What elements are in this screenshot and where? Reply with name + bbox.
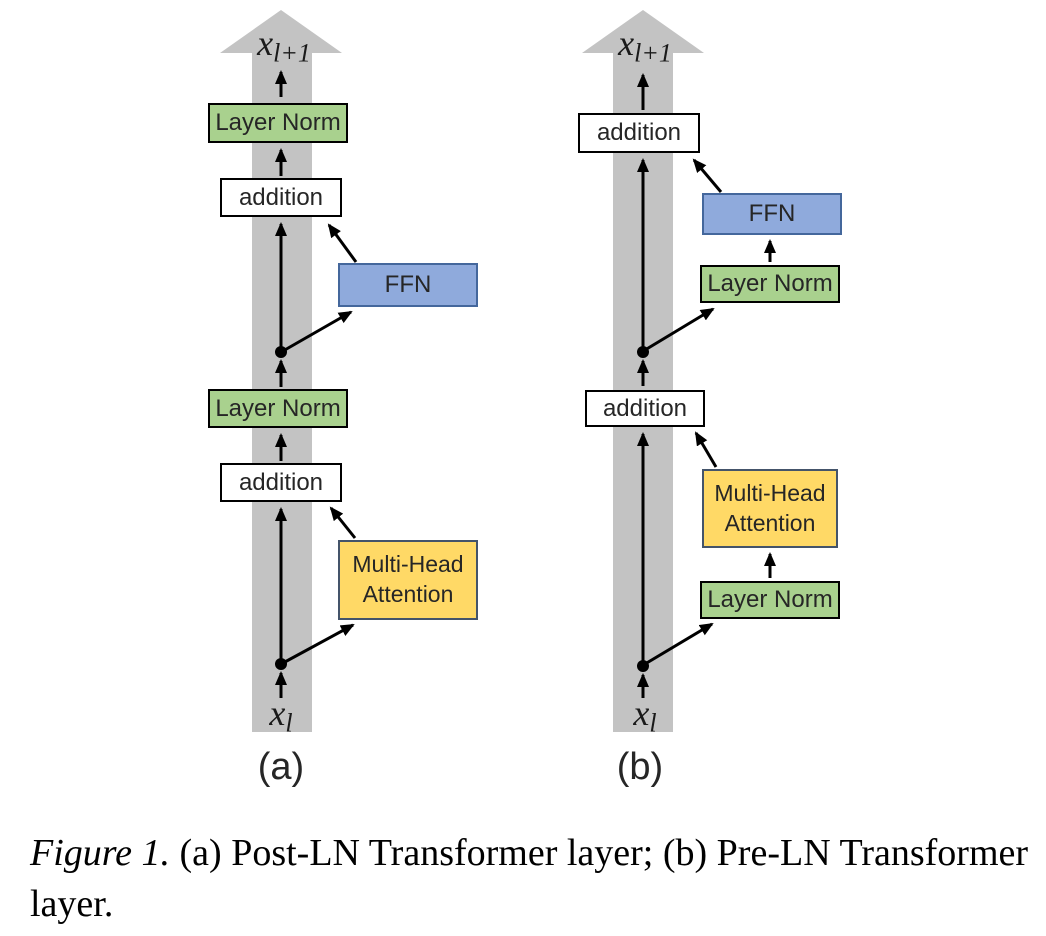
- output-label-a: xl+1: [236, 22, 332, 66]
- box-label: FFN: [384, 271, 432, 299]
- box-label: Multi-Head Attention: [352, 551, 464, 607]
- box-ffn-b: FFN: [702, 193, 842, 235]
- subfigure-label-a: (a): [257, 746, 305, 788]
- junction-dot-b-upper: [637, 346, 649, 358]
- box-layer-norm-b-top: Layer Norm: [700, 265, 840, 303]
- math-subscript: l+1: [634, 38, 672, 68]
- box-addition-a-bottom: addition: [220, 463, 342, 502]
- box-addition-a-top: addition: [220, 178, 342, 217]
- box-label: Layer Norm: [707, 270, 833, 298]
- box-label: Layer Norm: [215, 394, 341, 422]
- math-base: x: [633, 693, 650, 733]
- box-label: addition: [602, 394, 688, 422]
- input-label-a: xl: [246, 692, 316, 736]
- box-layer-norm-a-top: Layer Norm: [208, 103, 348, 143]
- figure-caption: Figure 1. (a) Post-LN Transformer layer;…: [30, 828, 1028, 930]
- box-multi-head-attention-b: Multi-Head Attention: [702, 469, 838, 548]
- math-subscript: l: [285, 708, 293, 738]
- box-multi-head-attention-a: Multi-Head Attention: [338, 540, 478, 620]
- math-base: x: [257, 23, 274, 63]
- box-layer-norm-b-bottom: Layer Norm: [700, 581, 840, 619]
- junction-dot-b-lower: [637, 660, 649, 672]
- box-addition-b-top: addition: [578, 113, 700, 153]
- junction-dot-a-upper: [275, 346, 287, 358]
- math-base: x: [269, 693, 286, 733]
- box-layer-norm-a-mid: Layer Norm: [208, 389, 348, 428]
- box-label: Layer Norm: [707, 586, 833, 614]
- subfigure-label-b: (b): [616, 746, 664, 788]
- junction-dot-a-lower: [275, 658, 287, 670]
- figure-number: Figure 1.: [30, 832, 171, 874]
- math-base: x: [618, 23, 635, 63]
- caption-line-1: Figure 1. (a) Post-LN Transformer layer;…: [30, 828, 1028, 879]
- box-label: addition: [238, 468, 324, 496]
- box-label: Layer Norm: [215, 109, 341, 137]
- output-label-b: xl+1: [597, 22, 693, 66]
- box-ffn-a: FFN: [338, 263, 478, 307]
- connectors-a: [275, 70, 358, 698]
- math-subscript: l+1: [273, 38, 311, 68]
- caption-line-2: layer.: [30, 883, 114, 925]
- connectors-b: [637, 73, 776, 698]
- box-label: Multi-Head Attention: [714, 479, 826, 536]
- input-label-b: xl: [610, 692, 680, 736]
- diagram-canvas: [220, 10, 776, 732]
- box-label: addition: [238, 183, 324, 211]
- math-subscript: l: [649, 708, 657, 738]
- box-label: FFN: [748, 200, 796, 228]
- caption-text: (a) Post-LN Transformer layer; (b) Pre-L…: [170, 832, 1029, 874]
- box-label: addition: [596, 119, 682, 147]
- box-addition-b-bottom: addition: [585, 390, 705, 427]
